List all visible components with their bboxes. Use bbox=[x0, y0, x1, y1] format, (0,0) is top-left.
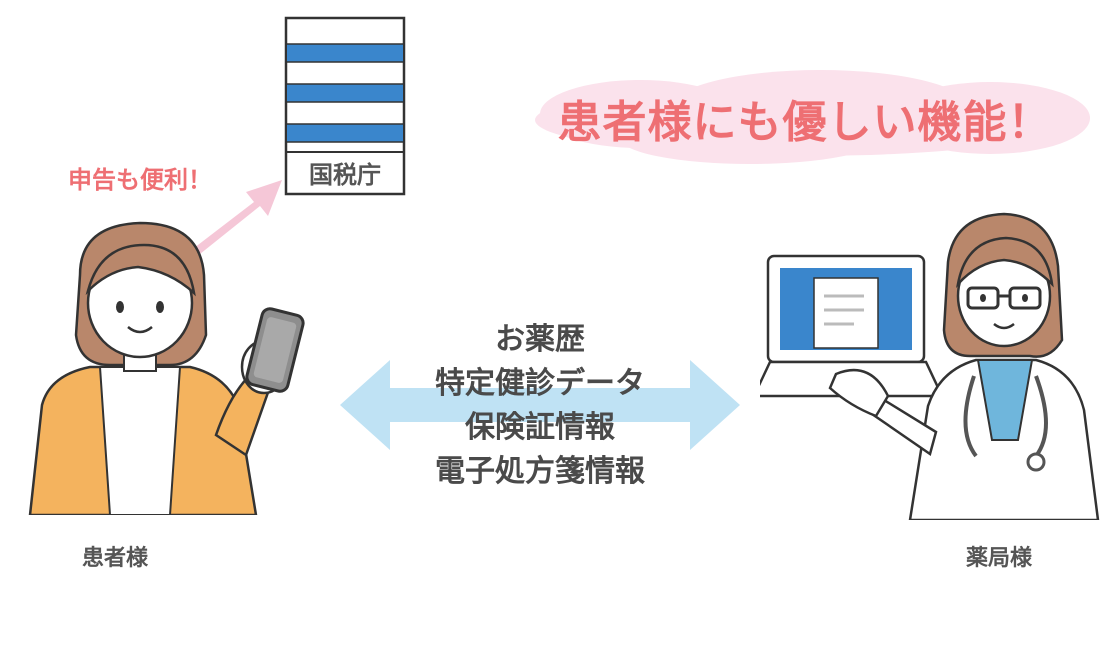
data-item-health-checkup: 特定健診データ bbox=[435, 366, 645, 401]
pink-cloud-shape bbox=[535, 70, 1090, 164]
data-item-medication-history: お薬歴 bbox=[495, 322, 585, 357]
patient-label: 患者様 bbox=[82, 546, 149, 571]
tax-office-building-icon bbox=[284, 16, 406, 196]
shared-data-list: お薬歴 特定健診データ 保険証情報 電子処方箋情報 bbox=[395, 318, 685, 494]
callout-text: 申告も便利！ bbox=[68, 166, 212, 194]
patient-illustration bbox=[28, 221, 305, 515]
pink-arrow-icon bbox=[194, 180, 282, 254]
data-item-e-prescription: 電子処方箋情報 bbox=[435, 454, 645, 489]
bidirectional-arrow-icon bbox=[340, 360, 740, 450]
pharmacy-label: 薬局様 bbox=[966, 546, 1033, 571]
headline-area: 患者様にも優しい機能！ bbox=[520, 68, 1090, 168]
headline-title: 患者様にも優しい機能！ bbox=[557, 97, 1053, 148]
pharmacist-illustration bbox=[760, 212, 1100, 520]
data-item-insurance: 保険証情報 bbox=[465, 410, 615, 445]
tax-office-label: 国税庁 bbox=[309, 160, 381, 189]
